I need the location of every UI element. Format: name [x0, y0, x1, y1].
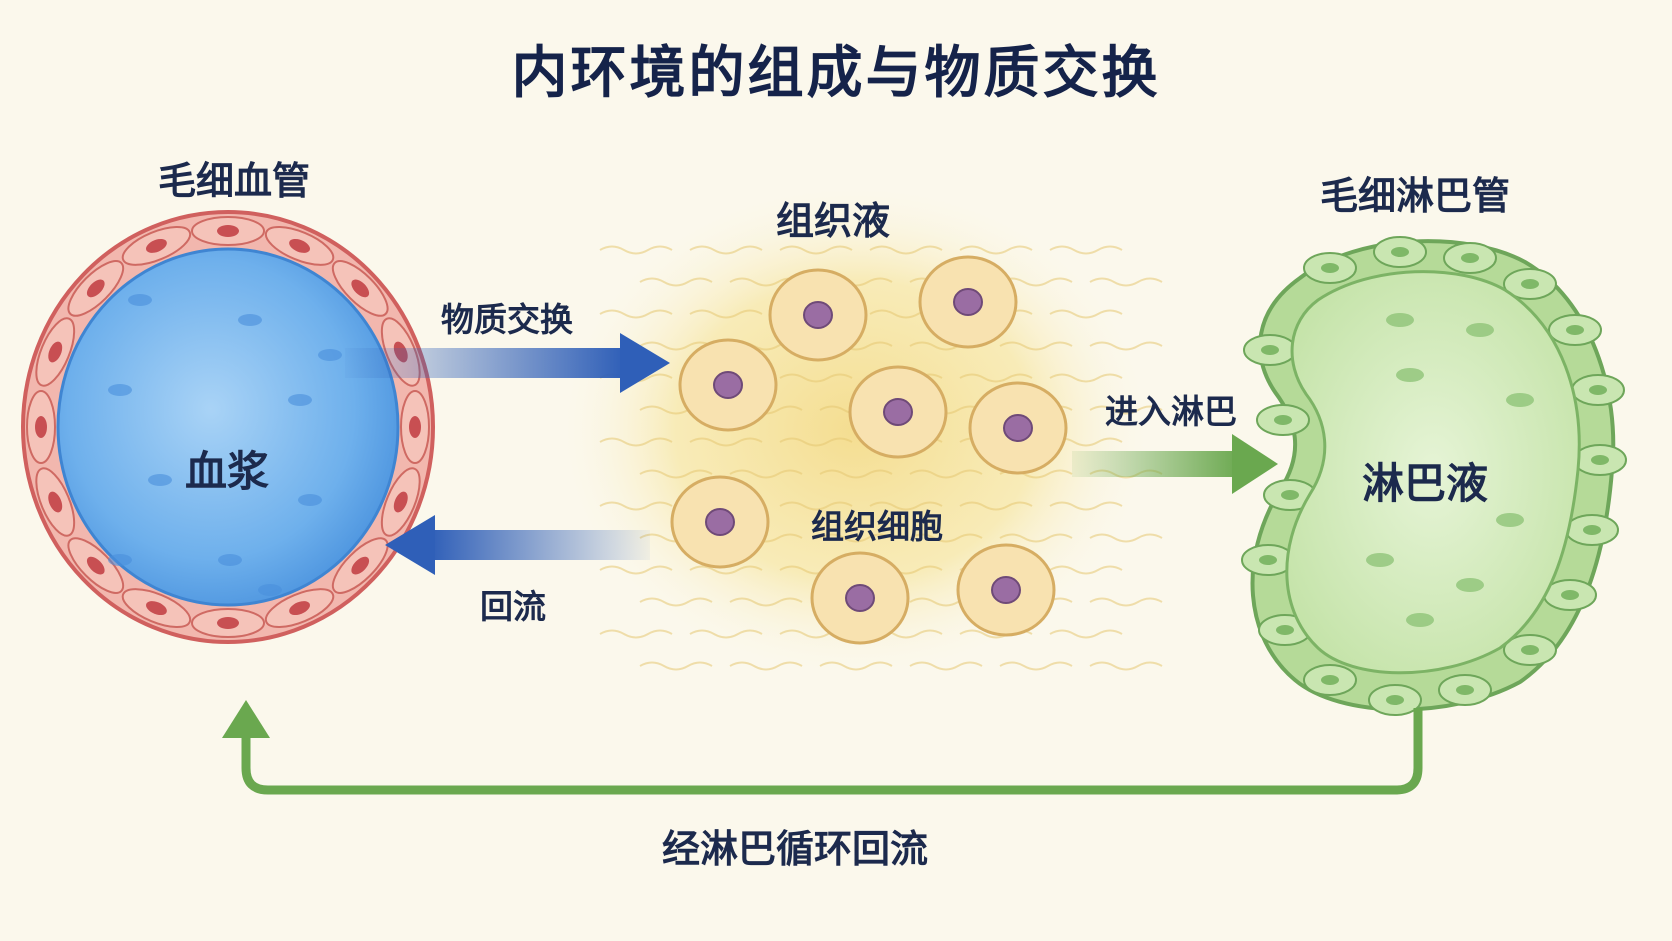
arrow-lymph-to-blood	[222, 700, 1423, 795]
plasma-label: 血浆	[185, 447, 270, 496]
lymph-particle	[1496, 513, 1524, 527]
lymph-capillary	[1241, 236, 1627, 716]
tissue-cell	[918, 255, 1018, 349]
lymph-endothelial-cell	[1368, 684, 1422, 716]
endothelial-cell	[121, 588, 192, 628]
tissue-cell	[956, 543, 1056, 637]
endothelial-cell	[264, 226, 335, 266]
tissue-cell	[810, 551, 910, 645]
endothelial-cell	[380, 467, 421, 537]
capillary-label: 毛细血管	[158, 159, 311, 203]
plasma-particle	[218, 554, 242, 566]
endothelial-cell	[26, 390, 56, 464]
lymph-endothelial-cell	[1303, 252, 1357, 284]
tissue-cell	[670, 475, 770, 569]
tissue-cell	[968, 381, 1068, 475]
endothelial-cell	[121, 226, 192, 266]
plasma-particle	[108, 384, 132, 396]
lymph-endothelial-cells	[1241, 236, 1627, 716]
lymph-endothelial-cell	[1373, 236, 1427, 268]
lymph-circulation-label: 经淋巴循环回流	[662, 827, 929, 871]
tissue-fluid-label: 组织液	[776, 199, 891, 243]
lymph-lumen	[1285, 270, 1581, 675]
lymph-endothelial-cell	[1503, 268, 1557, 300]
endothelial-cell	[400, 390, 430, 464]
lymph-endothelial-cell	[1256, 404, 1310, 436]
plasma-particle	[108, 554, 132, 566]
endothelial-cell	[191, 216, 265, 246]
lymph-endothelial-cell	[1573, 444, 1627, 476]
lymph-endothelial-cell	[1548, 314, 1602, 346]
arrow-tissue-to-plasma	[385, 515, 650, 575]
endothelial-cell	[67, 537, 125, 594]
endothelial-cell	[35, 317, 76, 387]
blood-capillary	[21, 210, 435, 644]
lymph-capillary-label: 毛细淋巴管	[1320, 174, 1511, 218]
lymph-endothelial-cell	[1443, 242, 1497, 274]
lymph-endothelial-cell	[1438, 674, 1492, 706]
lymph-particle	[1406, 613, 1434, 627]
arrow-plasma-to-tissue	[345, 333, 670, 393]
diagram-title: 内环境的组成与物质交换	[511, 41, 1161, 106]
tissue-cells	[670, 255, 1068, 645]
tissue-cell	[678, 338, 778, 432]
plasma-particles	[108, 294, 342, 596]
lymph-particle	[1466, 323, 1494, 337]
lymph-endothelial-cell	[1503, 634, 1557, 666]
tissue-cell	[848, 365, 948, 459]
plasma-particle	[258, 584, 282, 596]
plasma-lumen	[56, 247, 400, 607]
endothelial-cell	[35, 467, 76, 537]
lymph-particle	[1386, 313, 1414, 327]
endothelial-cell	[67, 260, 125, 317]
endothelial-cell	[264, 588, 335, 628]
arrow-label-enter-lymph: 进入淋巴	[1105, 392, 1237, 431]
tissue-cell	[768, 268, 868, 362]
plasma-particle	[148, 474, 172, 486]
plasma-particle	[128, 294, 152, 306]
arrow-tissue-to-lymph	[1072, 434, 1278, 494]
endothelial-cell	[331, 260, 389, 317]
lymph-endothelial-cell	[1303, 664, 1357, 696]
lymph-endothelial-cell	[1571, 374, 1625, 406]
arrow-label-exchange: 物质交换	[441, 300, 573, 339]
plasma-particle	[288, 394, 312, 406]
lymph-endothelial-cell	[1243, 334, 1297, 366]
lymph-particles	[1366, 313, 1534, 627]
lymph-endothelial-cell	[1565, 514, 1619, 546]
plasma-particle	[238, 314, 262, 326]
lymph-fluid-label: 淋巴液	[1362, 459, 1489, 508]
plasma-particle	[318, 349, 342, 361]
lymph-particle	[1396, 368, 1424, 382]
plasma-particle	[298, 494, 322, 506]
lymph-particle	[1366, 553, 1394, 567]
tissue-cells-label: 组织细胞	[811, 507, 943, 546]
endothelial-cell	[331, 537, 389, 594]
capillary-endothelial-cells	[26, 216, 430, 638]
endothelial-cell	[191, 608, 265, 638]
lymph-particle	[1506, 393, 1534, 407]
lymph-particle	[1456, 578, 1484, 592]
arrow-label-return: 回流	[480, 587, 546, 626]
